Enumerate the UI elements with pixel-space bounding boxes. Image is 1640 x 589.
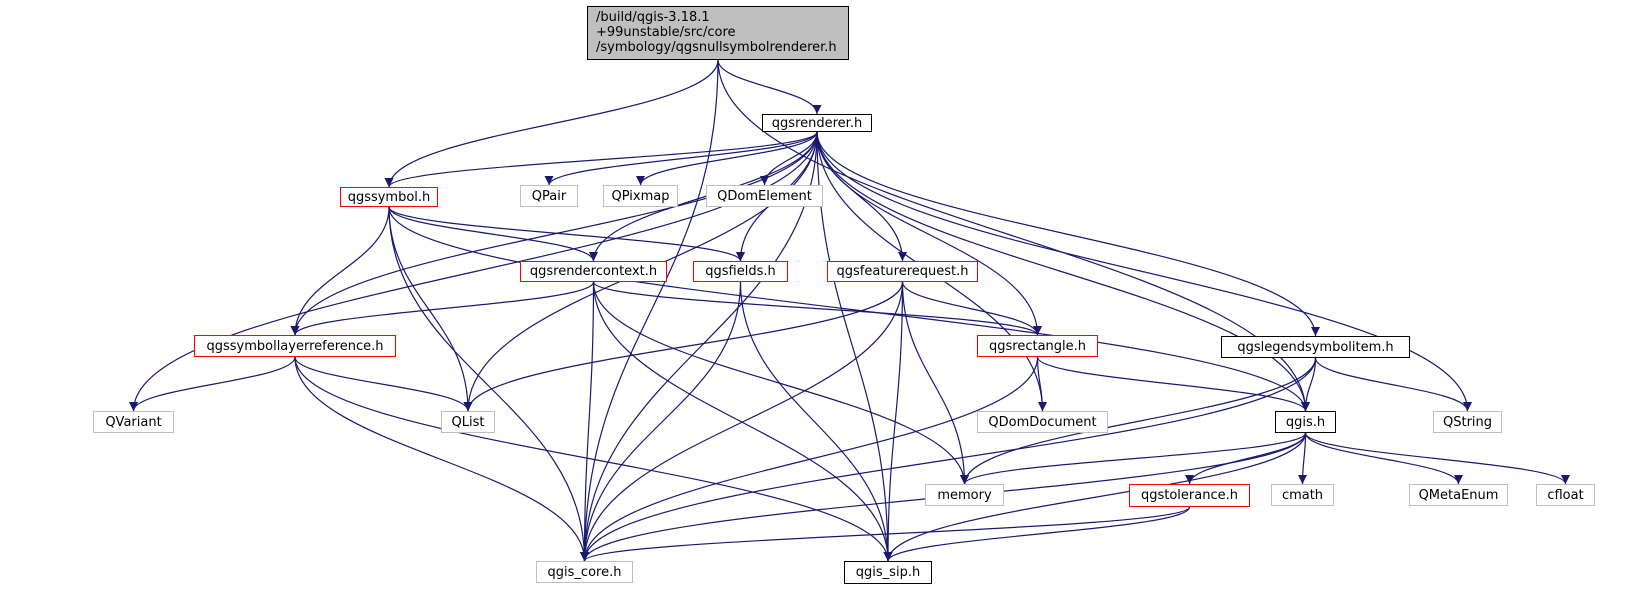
edge-qgssymbollayerreference-to-qgis-sip bbox=[294, 356, 893, 562]
node-qgstolerance[interactable]: qgstolerance.h bbox=[1129, 484, 1250, 507]
node-qgsrenderer[interactable]: qgsrenderer.h bbox=[762, 114, 872, 132]
node-qpixmap[interactable]: QPixmap bbox=[603, 185, 678, 207]
edge-qgis-to-qgis-sip bbox=[883, 432, 1307, 562]
edge-qgsfeaturerequest-to-qgis-core bbox=[580, 281, 904, 562]
node-label: qgsfields.h bbox=[705, 264, 776, 279]
edge-qgsrenderer-to-qgsrectangle bbox=[816, 131, 1042, 336]
edge-qgsrendercontext-to-qgsrectangle bbox=[592, 281, 1042, 336]
node-label: qgis_core.h bbox=[547, 564, 622, 580]
node-qgis[interactable]: qgis.h bbox=[1275, 411, 1336, 433]
node-label: qgsrenderer.h bbox=[771, 115, 863, 131]
edge-qgsrendercontext-to-qgis-sip bbox=[592, 281, 893, 562]
node-label: qgis_sip.h bbox=[855, 565, 921, 580]
node-label: qgsrendercontext.h bbox=[529, 264, 658, 279]
edge-root-to-qgis bbox=[717, 59, 1310, 412]
node-qmetaenum[interactable]: QMetaEnum bbox=[1409, 484, 1508, 506]
edge-qgsrenderer-to-qgis-sip bbox=[816, 131, 893, 562]
edge-qgsrectangle-to-qdomdocument bbox=[1036, 356, 1047, 412]
edge-qgsfeaturerequest-to-memory bbox=[901, 281, 969, 485]
edge-qgsrenderer-to-qgsfeaturerequest bbox=[816, 131, 907, 262]
edge-qgsrenderer-to-qpair bbox=[544, 131, 818, 186]
edge-qgsrectangle-to-qgis-core bbox=[580, 356, 1039, 562]
edge-root-to-qgsrenderer bbox=[717, 59, 822, 115]
node-label: QMetaEnum bbox=[1418, 487, 1499, 503]
edge-qgsrectangle-to-qgis bbox=[1036, 356, 1310, 412]
node-cfloat[interactable]: cfloat bbox=[1536, 484, 1595, 506]
node-label: qgssymbollayerreference.h bbox=[206, 338, 384, 354]
edge-qgssymbol-to-qgis bbox=[388, 206, 1310, 412]
edge-qgis-to-memory bbox=[960, 432, 1307, 485]
edge-qgssymbollayerreference-to-qvariant bbox=[129, 356, 296, 412]
edge-qgsrenderer-to-qgsrendercontext bbox=[589, 131, 818, 262]
node-qdomelement[interactable]: QDomElement bbox=[706, 185, 823, 207]
edge-qgslegendsymbolitem-to-qgis-core bbox=[580, 357, 1317, 562]
node-qgis-core[interactable]: qgis_core.h bbox=[536, 561, 633, 583]
edge-qgsfields-to-qgis-sip bbox=[739, 281, 893, 562]
node-root[interactable]: /build/qgis-3.18.1+99unstable/src/core/s… bbox=[587, 6, 849, 60]
node-qgsrendercontext[interactable]: qgsrendercontext.h bbox=[520, 261, 667, 282]
node-qpair[interactable]: QPair bbox=[520, 185, 578, 207]
node-qgssymbol[interactable]: qgssymbol.h bbox=[340, 187, 438, 207]
node-qvariant[interactable]: QVariant bbox=[93, 411, 174, 433]
edge-qgssymbollayerreference-to-qgis-core bbox=[294, 356, 589, 562]
node-qgssymbollayerreference[interactable]: qgssymbollayerreference.h bbox=[194, 335, 396, 357]
edge-qgssymbollayerreference-to-qlist bbox=[294, 356, 473, 412]
node-label: QString bbox=[1442, 414, 1493, 430]
node-label: memory bbox=[937, 487, 992, 503]
edge-qgsrenderer-to-qstring bbox=[816, 131, 1472, 412]
edge-qgsrenderer-to-qvariant bbox=[129, 131, 818, 412]
edge-qgstolerance-to-qgis-sip bbox=[883, 506, 1191, 562]
edge-qgis-to-cmath bbox=[1298, 432, 1308, 485]
edge-qgis-to-qmetaenum bbox=[1304, 432, 1463, 485]
node-label: cmath bbox=[1281, 487, 1324, 503]
node-label: QDomDocument bbox=[988, 414, 1097, 430]
node-label: qgsrectangle.h bbox=[988, 338, 1087, 354]
node-memory[interactable]: memory bbox=[925, 484, 1004, 506]
edge-qgssymbol-to-qgis-core bbox=[388, 206, 589, 562]
edge-qgssymbol-to-qgsrendercontext bbox=[388, 206, 598, 262]
edge-qgssymbol-to-qgssymbollayerreference bbox=[290, 206, 390, 336]
node-label: qgslegendsymbolitem.h bbox=[1237, 339, 1394, 355]
node-label: QVariant bbox=[105, 414, 162, 430]
node-label: /build/qgis-3.18.1+99unstable/src/core/s… bbox=[596, 10, 837, 55]
node-label: qgssymbol.h bbox=[347, 189, 431, 205]
edge-qgsrendercontext-to-qgis-core bbox=[580, 281, 595, 562]
edge-qgsrenderer-to-qgssymbol bbox=[384, 131, 818, 188]
node-label: cfloat bbox=[1547, 487, 1584, 503]
node-qgsrectangle[interactable]: qgsrectangle.h bbox=[977, 335, 1098, 357]
node-qgis-sip[interactable]: qgis_sip.h bbox=[844, 561, 932, 584]
node-label: qgsfeaturerequest.h bbox=[836, 264, 969, 279]
node-qstring[interactable]: QString bbox=[1433, 411, 1502, 433]
edge-qgslegendsymbolitem-to-memory bbox=[960, 357, 1317, 485]
node-qgsfeaturerequest[interactable]: qgsfeaturerequest.h bbox=[827, 261, 978, 282]
node-qlist[interactable]: QList bbox=[441, 411, 495, 433]
edge-qgsrenderer-to-qpixmap bbox=[636, 131, 818, 186]
edge-qgsfeaturerequest-to-qlist bbox=[463, 281, 904, 412]
edge-qgsfeaturerequest-to-qgis-sip bbox=[883, 281, 904, 562]
node-qdomdocument[interactable]: QDomDocument bbox=[977, 411, 1108, 433]
node-qgslegendsymbolitem[interactable]: qgslegendsymbolitem.h bbox=[1221, 336, 1410, 358]
node-cmath[interactable]: cmath bbox=[1271, 484, 1334, 506]
edge-qgssymbol-to-qlist bbox=[388, 206, 473, 412]
node-qgsfields[interactable]: qgsfields.h bbox=[693, 261, 788, 282]
node-label: QList bbox=[451, 414, 485, 430]
edge-qgis-to-cfloat bbox=[1304, 432, 1570, 485]
node-label: QDomElement bbox=[717, 188, 812, 204]
node-label: QPair bbox=[531, 188, 567, 204]
node-label: qgis.h bbox=[1285, 414, 1326, 430]
edge-root-to-qgssymbol bbox=[384, 59, 719, 188]
edge-qgsrenderer-to-qgslegendsymbolitem bbox=[816, 131, 1320, 337]
node-label: QPixmap bbox=[611, 188, 670, 204]
edge-qgsrendercontext-to-qgssymbollayerreference bbox=[290, 281, 595, 336]
edge-qgsrenderer-to-qgis bbox=[816, 131, 1310, 412]
edge-qgssymbol-to-qgsfields bbox=[388, 206, 745, 262]
edge-qgsfeaturerequest-to-qgsrectangle bbox=[901, 281, 1042, 336]
node-label: qgstolerance.h bbox=[1140, 488, 1238, 503]
edge-qgslegendsymbolitem-to-qstring bbox=[1314, 357, 1472, 412]
edge-root-to-qgis-core bbox=[580, 59, 719, 562]
edge-qgsfields-to-qgis-core bbox=[580, 281, 742, 562]
edge-qgstolerance-to-qgis-core bbox=[580, 506, 1191, 562]
